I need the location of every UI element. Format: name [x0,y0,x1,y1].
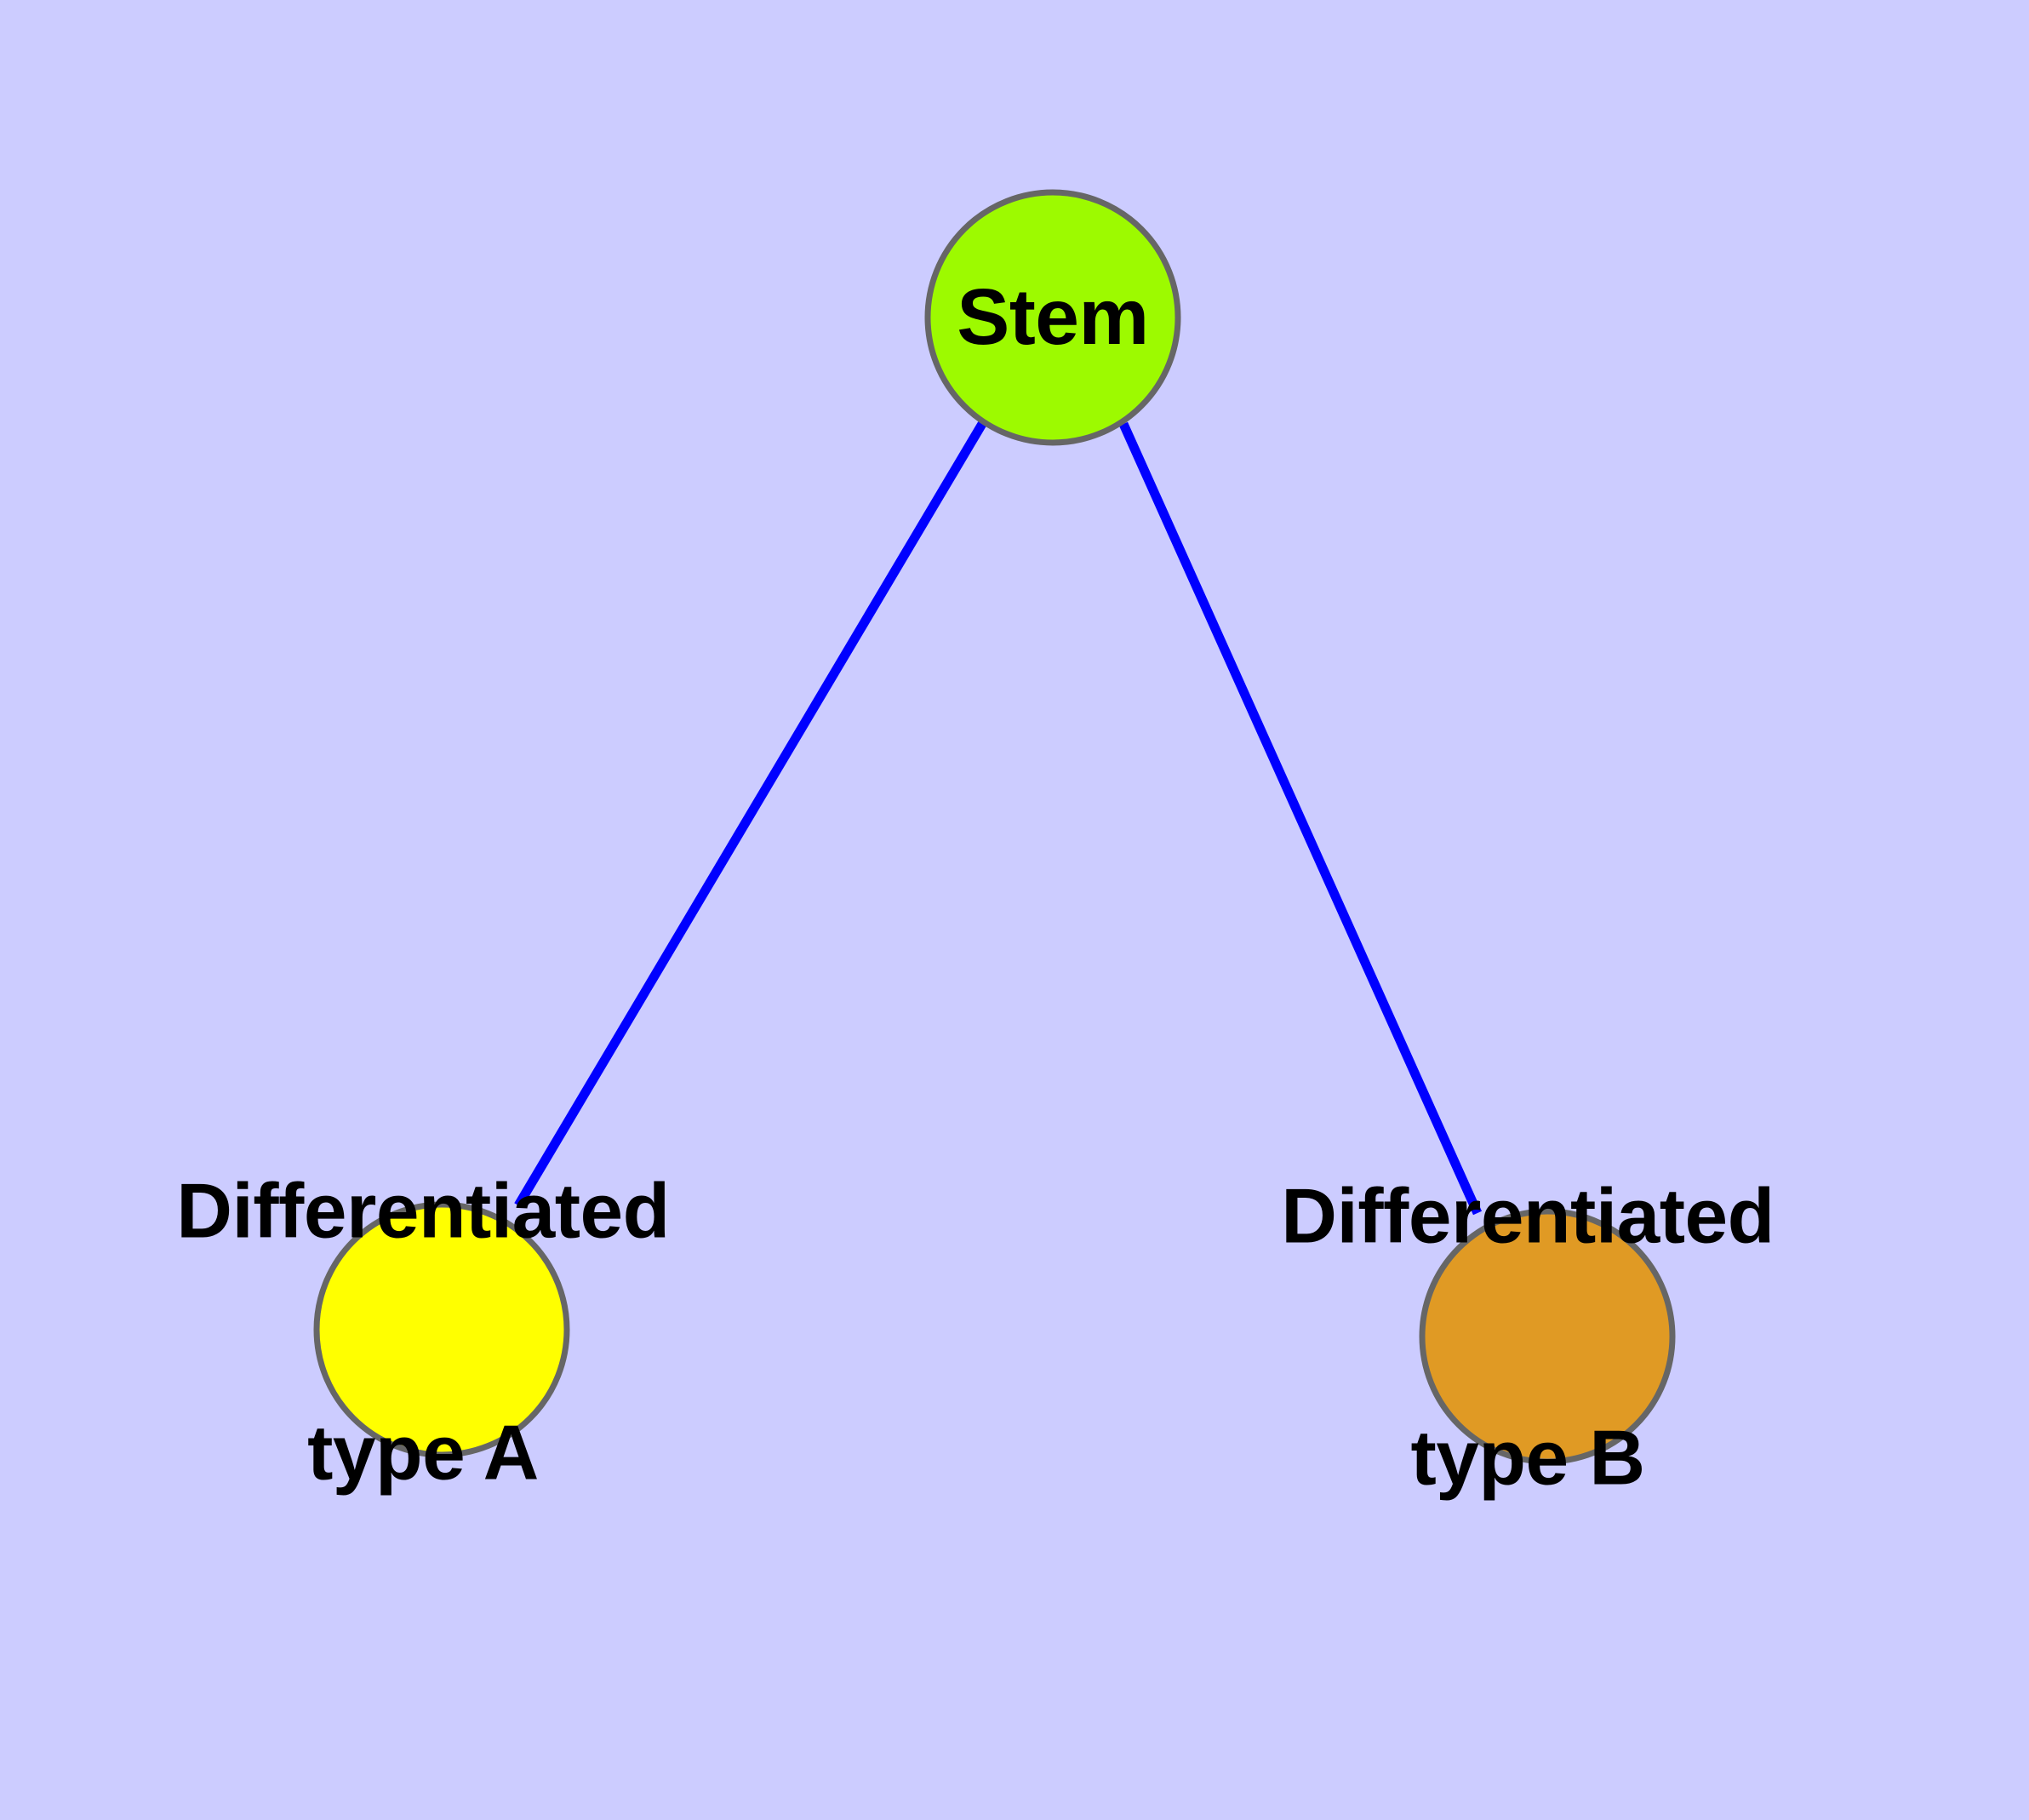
node-diff-a-circle[interactable] [313,1201,570,1458]
edge-layer [514,421,1483,1216]
edge-stem-to-diff-b[interactable] [1118,421,1483,1216]
node-stem-circle[interactable] [924,189,1181,446]
edge-stem-to-diff-a[interactable] [514,421,986,1208]
node-layer [313,189,1676,1465]
node-diff-b-circle[interactable] [1419,1208,1676,1465]
